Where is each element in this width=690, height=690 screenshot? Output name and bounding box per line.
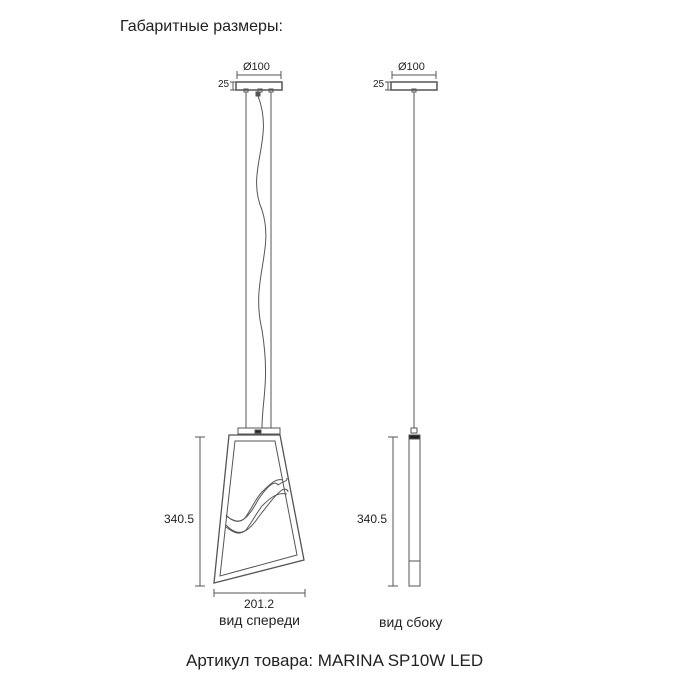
side-height-label: 340.5 <box>357 512 388 526</box>
front-canopy <box>230 71 283 97</box>
side-canopy <box>385 71 438 93</box>
front-height-label: 340.5 <box>164 512 195 526</box>
side-view-caption: вид сбоку <box>379 614 443 630</box>
front-view-caption: вид спереди <box>219 612 300 628</box>
article-label: Артикул товара: MARINA SP10W LED <box>186 651 484 670</box>
page-title: Габаритные размеры: <box>120 18 283 35</box>
front-diameter-label: Ø100 <box>243 61 270 73</box>
side-canopy-height-label: 25 <box>373 79 385 90</box>
side-diameter-label: Ø100 <box>398 61 425 73</box>
front-canopy-height-label: 25 <box>218 79 230 90</box>
front-width-label: 201.2 <box>244 597 275 611</box>
